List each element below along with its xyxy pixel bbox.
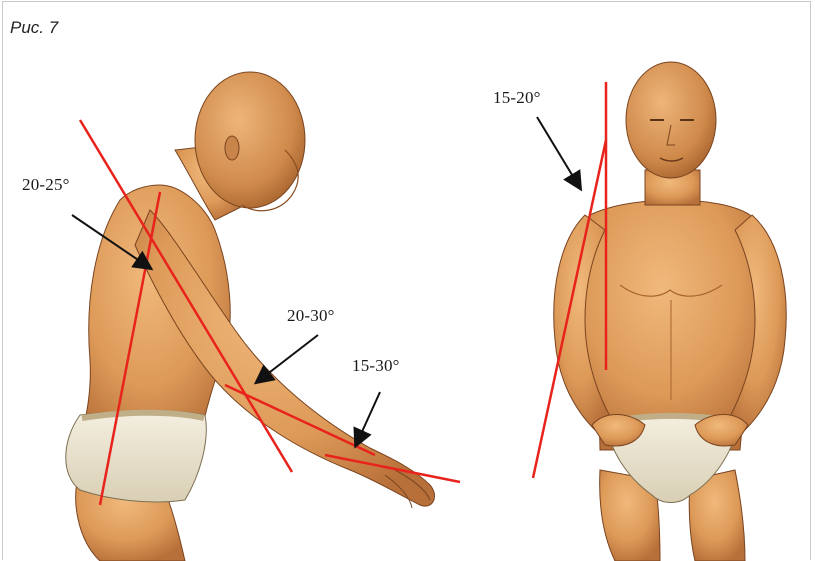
angle-label-shoulder-side: 20-25°	[22, 175, 70, 195]
angle-label-shoulder-front: 15-20°	[493, 88, 541, 108]
side-figure-head	[195, 72, 305, 208]
front-figure	[554, 62, 786, 561]
side-figure	[66, 72, 435, 561]
angle-label-wrist: 15-30°	[352, 356, 400, 376]
shoulder-front-arrow	[537, 117, 580, 188]
angle-label-elbow: 20-30°	[287, 306, 335, 326]
wrist-arrow	[356, 392, 380, 445]
elbow-arrow	[257, 335, 318, 382]
side-figure-briefs	[66, 410, 207, 501]
